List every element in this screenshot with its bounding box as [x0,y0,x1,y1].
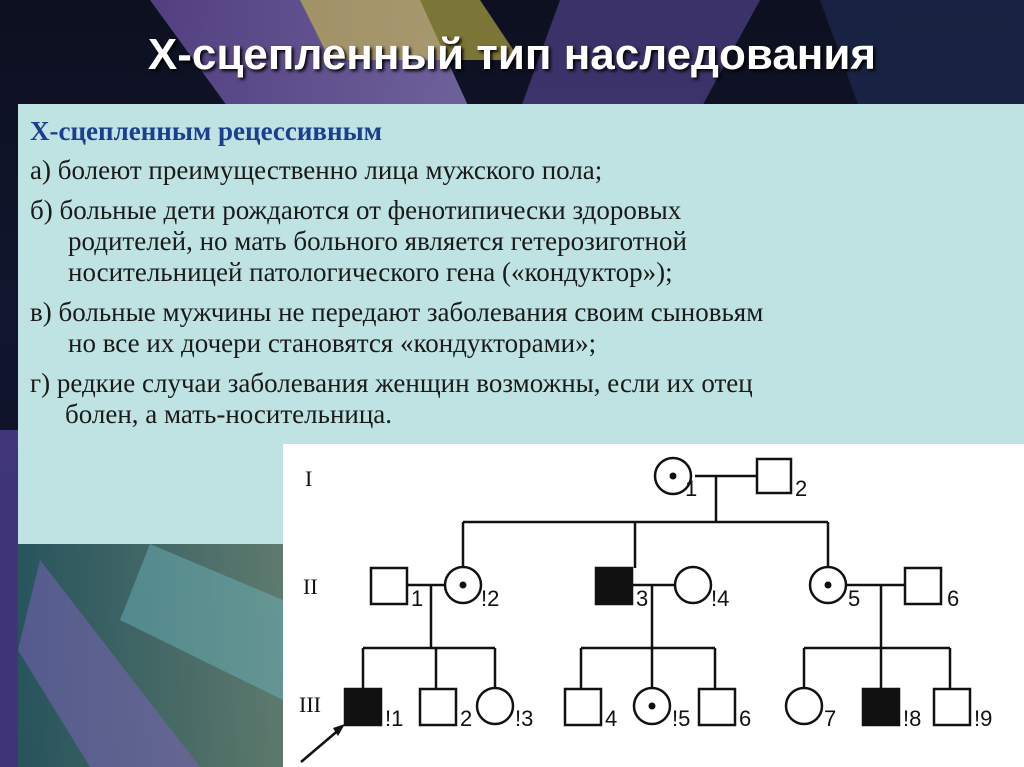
carrier-dot-icon [824,581,832,589]
list-item-line: б) больные дети рождаются от фенотипичес… [30,195,682,225]
list-item-line: болен, а мать-носительница. [65,399,393,429]
label-III5: !5 [672,706,690,731]
list-item-line: а) болеют преимущественно лица мужского … [30,155,603,185]
affected-male-III8 [861,687,901,727]
label-III8: !8 [903,706,921,731]
male-I2 [755,457,793,495]
male-III2 [418,687,458,727]
affected-male-III1 [343,687,383,727]
label-II6: 6 [947,586,959,611]
label-II5: 5 [848,586,860,611]
text-block: Х-сцепленным рецессивным а) болеют преим… [30,116,990,439]
list-item-line: но все их дочери становятся «кондукторам… [68,328,597,358]
label-II4: !4 [711,586,729,611]
list-item-line: в) больные мужчины не передают заболеван… [30,297,764,327]
label-II3: 3 [636,586,648,611]
section-heading: Х-сцепленным рецессивным [30,116,383,146]
generation-label-I: I [305,466,312,491]
list-item-a: а) болеют преимущественно лица мужского … [30,155,990,186]
label-II2: !2 [481,586,499,611]
pedigree-svg: I II III 1 2 1 !2 3 !4 5 6 !1 2 !3 4 !5 … [299,456,992,763]
generation-label-III: III [299,692,321,717]
carrier-dot-icon [648,702,656,710]
label-III7: 7 [824,706,836,731]
arrowhead-icon [333,724,345,736]
affected-male-II3 [594,566,634,606]
label-III4: 4 [605,706,617,731]
label-I1: 1 [685,476,697,501]
label-III6: 6 [739,706,751,731]
list-item-d: г) редкие случаи заболевания женщин возм… [30,368,990,430]
carrier-dot-icon [459,581,467,589]
list-item-b: б) больные дети рождаются от фенотипичес… [30,195,990,288]
label-III3: !3 [515,706,533,731]
male-III9 [932,687,972,727]
label-II1: 1 [411,586,423,611]
list-item-c: в) больные мужчины не передают заболеван… [30,297,990,359]
label-III2: 2 [460,706,472,731]
male-III4 [563,687,603,727]
label-III9: !9 [974,706,992,731]
male-II6 [903,566,943,606]
slide-title: Х-сцепленный тип наследования [147,30,877,79]
list-item-line: носительницей патологического гена («кон… [68,257,673,287]
male-II1 [369,566,409,606]
list-item-line: родителей, но мать больного является гет… [68,226,687,256]
male-III6 [697,687,737,727]
female-III7 [784,686,824,726]
carrier-dot-icon [669,472,677,480]
label-III1: !1 [385,706,403,731]
pedigree-chart: I II III 1 2 1 !2 3 !4 5 6 !1 2 !3 4 !5 … [283,444,1024,767]
list-item-line: г) редкие случаи заболевания женщин возм… [30,368,753,398]
label-I2: 2 [795,476,807,501]
proband-arrow [300,727,342,763]
female-III3 [475,686,515,726]
generation-label-II: II [303,574,318,599]
female-II4 [673,565,713,605]
